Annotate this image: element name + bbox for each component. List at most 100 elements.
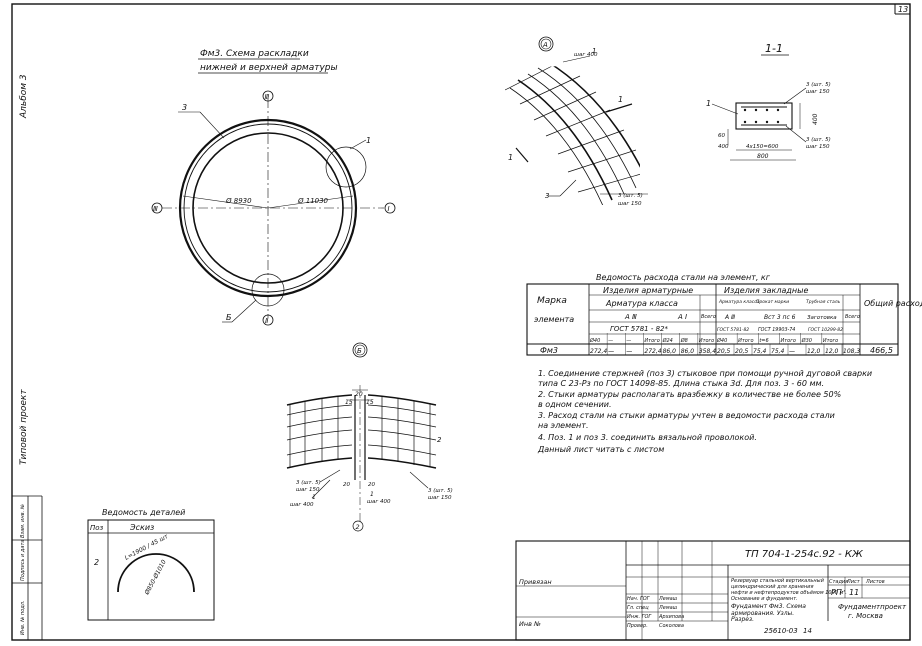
section-label-1: 1 [706,99,711,108]
steel-sub-arm-cell: Ø40 [589,337,600,344]
steel-sub-zakl-cell: Итого [823,338,838,344]
steel-sub-arm-cell: — [608,338,613,344]
detail-a-mesh [505,61,640,205]
steel-z-arm: Арматура класса [718,299,760,305]
note-1a: 1. Соединение стержней (поз 3) стыковое … [538,369,872,378]
title-role-2: Гл. спец [627,605,649,611]
title-code: ТП 704-1-254с.92 - КЖ [745,549,864,560]
steel-group-zakl: Изделия закладные [724,286,808,295]
note-4: 4. Поз. 1 и поз 3. соединить вязальной п… [538,433,757,442]
section-title: 1-1 [765,42,783,55]
steel-sub-arm-cell: — [626,338,631,344]
detail-a: A 1 шаг 400 3 3 (шт. 5) шаг 150 1 1 [505,36,648,207]
title-desc-4: Основание и фундамент. [731,596,798,602]
detail-a-cut-2: 1 [508,153,513,162]
steel-z-a3: А Ⅲ [724,314,735,321]
plan-title-line1: Фм3. Схема раскладки [200,49,309,59]
plan-view: Фм3. Схема раскладки нижней и верхней ар… [151,49,396,326]
steel-row-zakl-cell: 12,0 [807,348,821,355]
steel-element: элемента [534,315,574,324]
section-label-3b-step: шаг 150 [806,144,830,150]
plan-pos-3: 3 [182,103,187,112]
steel-sub-arm-cell: Итого [699,338,714,344]
steel-vsego: Всего [701,314,716,320]
plan-axis-left: Ⅲ [153,205,158,213]
note-2a: 2. Стыки арматуры располагать вразбежку … [538,390,841,399]
steel-z-prokat: Прокат марки [756,299,789,305]
title-name-3: Архипова [658,614,684,620]
title-sheet-desc-3: Разрез. [731,616,754,623]
title-name-1: Лемаш [658,596,678,602]
detail-b-label-3-left-step: шаг 150 [296,487,320,493]
detail-b-label-1-mid: 1 [370,491,374,498]
steel-z-gost3: ГОСТ 10299-82 [808,327,843,333]
parts-title: Ведомость деталей [102,508,185,517]
steel-row-mark: Фм3 [540,346,558,355]
section-1-1: 1-1 1 3 (шт. 5) шаг 150 3 (шт. 5) шаг 15… [706,42,831,161]
steel-row-arm-cell: — [626,348,632,355]
detail-a-cut-1: 1 [618,95,623,104]
steel-z-vst3: Вст 3 пс 6 [764,314,796,321]
plan-diameter-left: Ø 8930 [225,197,252,205]
steel-row-arm-cell: — [608,348,614,355]
steel-group-arm: Изделия арматурные [603,286,693,295]
note-3b: на элемент. [538,421,589,430]
title-name-4: Соколова [659,623,684,629]
detail-b-label-1-left: 1 [312,494,316,501]
steel-row-arm-cell: 86,0 [663,348,677,355]
detail-b-label-2: 2 [437,436,442,444]
detail-b-label-3-left: 3 (шт. 5) [296,480,321,486]
title-list-header: Лист [846,579,861,585]
detail-b-dim-20: 20 [355,391,363,398]
detail-b: Б 20 15 15 2 2 3 (шт. 5) шаг 15 [286,342,453,532]
title-name-2: Лемаш [658,605,678,611]
section-label-3b: 3 (шт. 5) [806,137,831,143]
side-stamp-cell-2: Подпись и дата [20,540,26,581]
notes: 1. Соединение стержней (поз 3) стыковое … [537,369,872,454]
title-role-4: Провер. [627,623,648,629]
section-dim-spacing: 4х150=600 [746,144,779,150]
steel-sub-arm-cell: Итого [644,338,659,344]
steel-table: Ведомость расхода стали на элемент, кг М… [526,273,922,356]
detail-a-marker: A [542,41,548,49]
title-stage: РП [831,588,842,597]
steel-z-zag: Заготовка [807,315,837,321]
detail-b-axis-2: 2 [356,523,360,531]
steel-row-arm-cell: 86,0 [681,348,695,355]
title-org-2: г. Москва [848,612,883,620]
parts-col-pos: Поз [90,524,104,532]
plan-diameter-right: Ø 11030 [297,197,329,205]
detail-b-marker: Б [357,347,362,355]
title-role-3: Инж. ГОГ [627,614,652,620]
steel-row-zakl-cell: 75,4 [771,348,785,355]
parts-arc-sketch [117,553,195,593]
steel-gost-arm: ГОСТ 5781 - 82* [610,325,668,333]
detail-b-dim-20a: 20 [343,482,350,488]
title-bottom-num: 14 [803,627,812,635]
detail-b-label-3-right-step: шаг 150 [428,495,452,501]
note-2b: в одном сечении. [538,400,612,409]
steel-row-arm-cell: 358,4 [699,348,716,355]
parts-col-sketch: Эскиз [129,523,154,532]
title-block: ТП 704-1-254с.92 - КЖ Привязан Инв № Нач… [515,540,911,641]
steel-row-zakl-cell: — [789,348,795,355]
steel-arm-klassa: Арматура класса [605,299,678,308]
steel-z-gost2: ГОСТ 19903-74 [758,327,795,333]
page-number: 13 [898,5,908,14]
steel-sub-arm-cell: Ø8 [680,337,688,344]
side-stamp-cell-1: Взам. инв. № [20,504,26,538]
section-dim-400: 400 [812,113,819,125]
steel-row-zakl-cell: 75,4 [753,348,767,355]
steel-sub-zakl-cell: Итого [781,338,796,344]
steel-z-vsego: Всего [845,314,860,320]
sheet-frame: 13 [11,3,911,641]
plan-axis-bottom: Ⅱ [265,317,269,325]
title-desc-3: нефти и нефтепродуктов объёмом 1000 м³. [731,590,847,596]
detail-a-label-3: 3 [545,192,549,200]
title-lists-header: Листов [865,579,885,585]
parts-sketch-label-2: Ø850-Ø1010 [143,559,168,597]
plan-axis-top: Ⅲ [265,93,270,101]
steel-row-zakl-cell: 20,5 [717,348,731,355]
steel-a3: А Ⅲ [624,313,637,321]
